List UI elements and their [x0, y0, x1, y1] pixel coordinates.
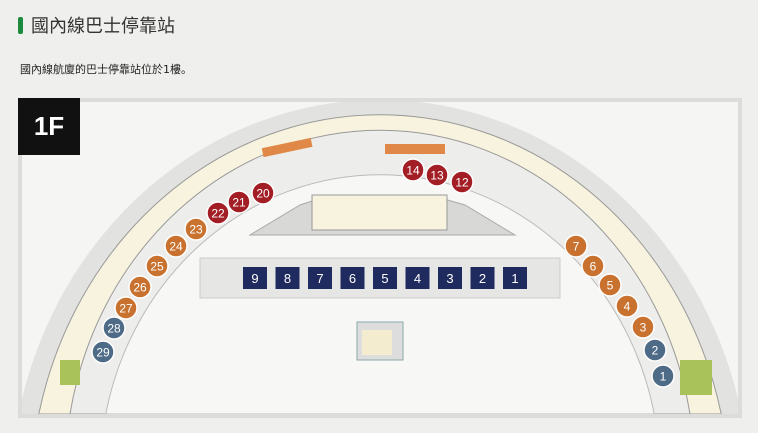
central-hall — [311, 194, 448, 231]
bus-stop-22[interactable]: 22 — [206, 201, 230, 225]
stop-number: 2 — [479, 271, 486, 286]
stop-marker — [651, 364, 675, 388]
page-description: 國內線航廈的巴士停靠站位於1樓。 — [20, 63, 192, 76]
stop-number: 7 — [316, 271, 323, 286]
bus-stop-24[interactable]: 24 — [164, 234, 188, 258]
stop-number: 8 — [284, 271, 291, 286]
stop-number: 2 — [652, 344, 659, 358]
bus-stop-14[interactable]: 14 — [401, 158, 425, 182]
stop-number: 14 — [406, 164, 420, 178]
stop-number: 5 — [381, 271, 388, 286]
stop-marker — [114, 296, 138, 320]
center-bus-stop-4[interactable]: 4 — [405, 267, 430, 289]
stop-marker — [184, 217, 208, 241]
stop-number: 27 — [119, 302, 133, 316]
stop-marker — [450, 170, 474, 194]
stop-marker — [615, 294, 639, 318]
stop-number: 5 — [607, 279, 614, 293]
center-bus-stop-1[interactable]: 1 — [503, 267, 527, 289]
stop-marker — [631, 315, 655, 339]
stop-number: 24 — [169, 240, 183, 254]
bus-stop-28[interactable]: 28 — [102, 316, 126, 340]
stop-number: 21 — [232, 196, 246, 210]
stop-number: 23 — [189, 223, 203, 237]
center-bus-stop-3[interactable]: 3 — [438, 267, 462, 289]
stop-marker — [145, 254, 169, 278]
stop-marker — [503, 267, 527, 289]
bus-stop-2[interactable]: 2 — [643, 338, 667, 362]
bus-stop-13[interactable]: 13 — [425, 163, 449, 187]
bus-stop-4[interactable]: 4 — [615, 294, 639, 318]
stop-number: 26 — [133, 281, 147, 295]
bus-stop-21[interactable]: 21 — [227, 190, 251, 214]
bus-stop-25[interactable]: 25 — [145, 254, 169, 278]
center-bus-stop-7[interactable]: 7 — [308, 267, 332, 289]
stop-number: 29 — [96, 346, 110, 360]
stop-number: 6 — [349, 271, 356, 286]
stop-number: 1 — [660, 370, 667, 384]
bus-stop-23[interactable]: 23 — [184, 217, 208, 241]
stop-number: 25 — [150, 260, 164, 274]
bus-stop-5[interactable]: 5 — [598, 273, 622, 297]
stop-marker — [564, 234, 588, 258]
stop-marker — [91, 340, 115, 364]
stop-marker — [227, 190, 251, 214]
stop-marker — [340, 267, 365, 289]
stop-number: 6 — [590, 260, 597, 274]
center-bus-stop-8[interactable]: 8 — [275, 267, 300, 289]
stop-number: 12 — [455, 176, 469, 190]
bus-stop-1[interactable]: 1 — [651, 364, 675, 388]
stop-number: 13 — [430, 169, 444, 183]
stop-marker — [164, 234, 188, 258]
stop-number: 9 — [251, 271, 258, 286]
page-title: 國內線巴士停靠站 — [31, 16, 175, 37]
title-accent-bar — [18, 16, 23, 34]
stop-marker — [251, 181, 275, 205]
stop-number: 20 — [256, 187, 270, 201]
stop-number: 4 — [624, 300, 631, 314]
green-area — [60, 360, 80, 385]
stop-marker — [401, 158, 425, 182]
bus-stop-26[interactable]: 26 — [128, 275, 152, 299]
stop-number: 3 — [446, 271, 453, 286]
shop-block — [261, 137, 313, 158]
stop-marker — [405, 267, 430, 289]
small-building-inner — [362, 330, 392, 355]
stop-marker — [425, 163, 449, 187]
center-bus-stop-6[interactable]: 6 — [340, 267, 365, 289]
stop-number: 1 — [511, 271, 518, 286]
bus-stop-27[interactable]: 27 — [114, 296, 138, 320]
stop-marker — [102, 316, 126, 340]
stop-number: 3 — [640, 321, 647, 335]
stop-marker — [373, 267, 397, 289]
stop-marker — [206, 201, 230, 225]
stop-marker — [470, 267, 495, 289]
stop-marker — [598, 273, 622, 297]
bus-stop-20[interactable]: 20 — [251, 181, 275, 205]
stop-number: 4 — [414, 271, 421, 286]
floor-badge: 1F — [18, 98, 80, 155]
bus-stop-29[interactable]: 29 — [91, 340, 115, 364]
stop-marker — [275, 267, 300, 289]
bus-stop-6[interactable]: 6 — [581, 254, 605, 278]
center-bus-stop-2[interactable]: 2 — [470, 267, 495, 289]
stop-marker — [243, 267, 267, 289]
stop-marker — [581, 254, 605, 278]
stop-marker — [643, 338, 667, 362]
green-area — [680, 360, 712, 395]
bus-stop-12[interactable]: 12 — [450, 170, 474, 194]
stop-marker — [128, 275, 152, 299]
center-bus-stop-5[interactable]: 5 — [373, 267, 397, 289]
stop-number: 28 — [107, 322, 121, 336]
center-bus-stop-9[interactable]: 9 — [243, 267, 267, 289]
page-header: 國內線巴士停靠站 — [18, 12, 175, 38]
bus-stop-3[interactable]: 3 — [631, 315, 655, 339]
stop-marker — [438, 267, 462, 289]
stop-number: 7 — [573, 240, 580, 254]
stop-number: 22 — [211, 207, 225, 221]
shop-block — [385, 144, 445, 154]
stop-marker — [308, 267, 332, 289]
bus-stop-7[interactable]: 7 — [564, 234, 588, 258]
